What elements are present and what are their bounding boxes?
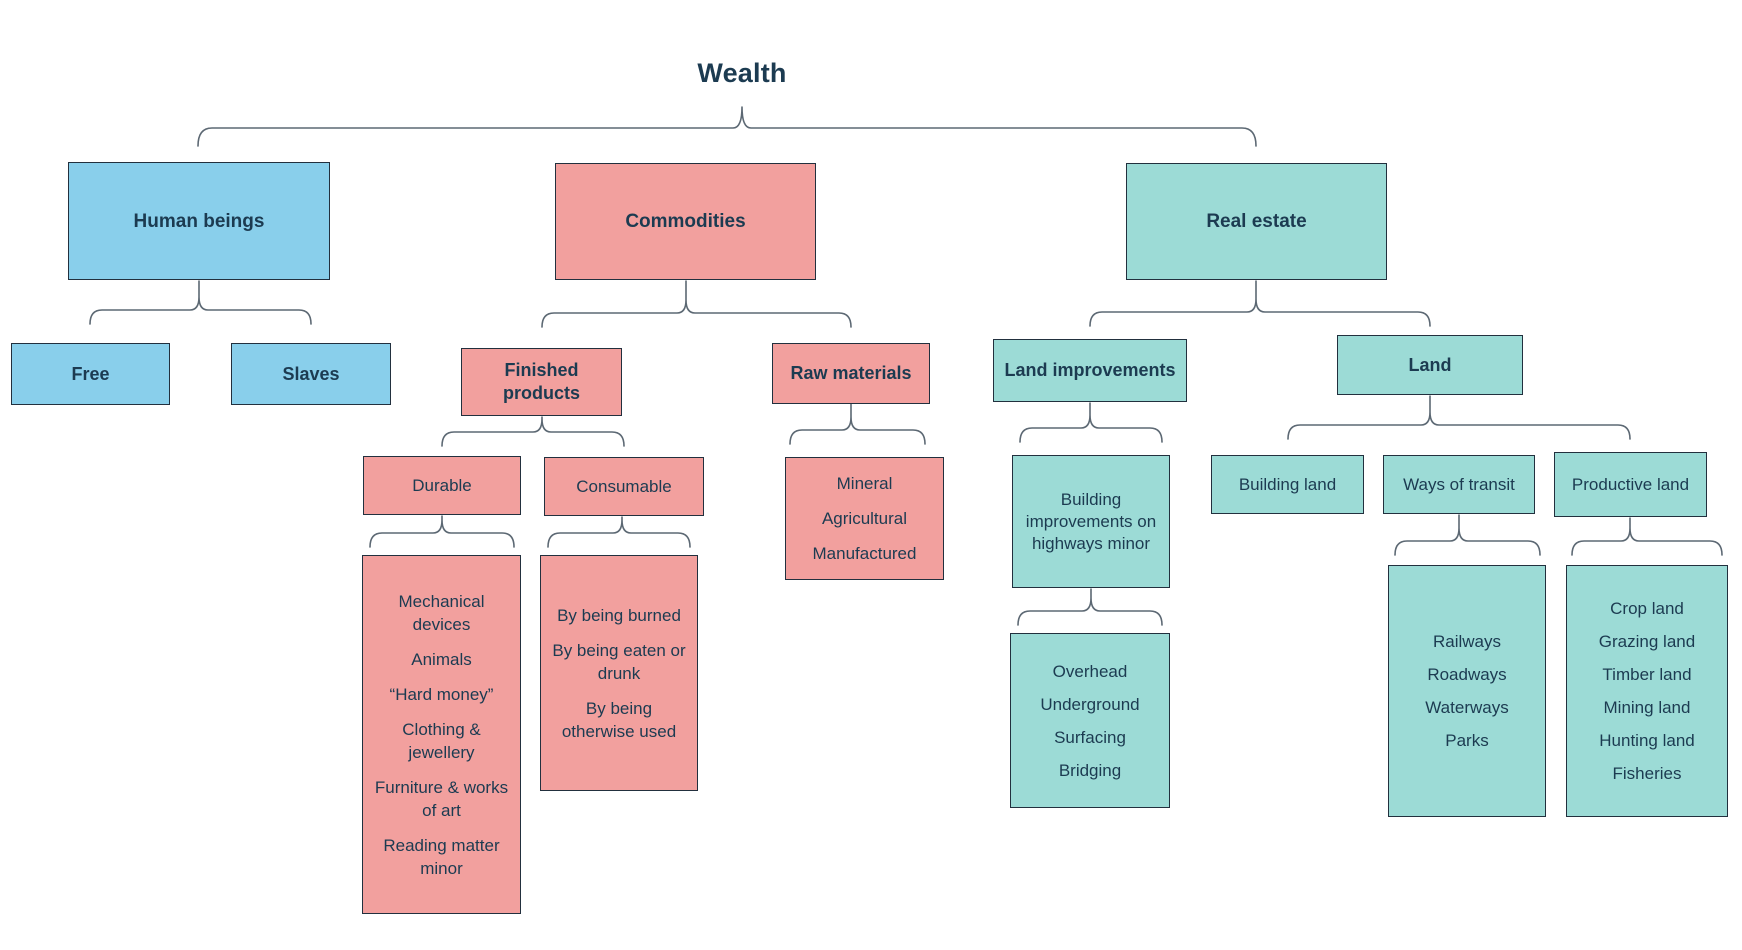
list-durable-types: Mechanical devices Animals “Hard money” … bbox=[362, 555, 521, 914]
list-item: Parks bbox=[1445, 731, 1489, 750]
node-free: Free bbox=[11, 343, 170, 405]
list-item: Underground bbox=[1040, 694, 1140, 714]
connector-land-children bbox=[1287, 395, 1631, 440]
list-item: Grazing land bbox=[1598, 632, 1696, 651]
list-item: Crop land bbox=[1610, 599, 1684, 618]
list-item: Roadways bbox=[1427, 665, 1507, 684]
list-raw-material-types: Mineral Agricultural Manufactured bbox=[785, 457, 944, 580]
list-item: Overhead bbox=[1052, 661, 1128, 681]
node-productive-land: Productive land bbox=[1554, 452, 1707, 517]
list-item: Mechanical devices bbox=[398, 591, 485, 634]
node-ways-of-transit: Ways of transit bbox=[1383, 455, 1535, 514]
list-item: Animals bbox=[411, 649, 472, 669]
list-transit-types: Railways Roadways Waterways Parks bbox=[1388, 565, 1546, 817]
node-human-beings: Human beings bbox=[68, 162, 330, 280]
list-item: Mineral bbox=[836, 474, 893, 493]
node-real-estate: Real estate bbox=[1126, 163, 1387, 280]
connector-durable-children bbox=[369, 515, 515, 548]
list-item: Railways bbox=[1432, 632, 1502, 651]
list-item: Hunting land bbox=[1599, 731, 1695, 750]
connector-productive-land-children bbox=[1571, 517, 1723, 556]
node-building-improvements: Building improvements on highways minor bbox=[1012, 455, 1170, 588]
connector-finished-products-children bbox=[441, 416, 625, 447]
connector-real-estate-children bbox=[1089, 280, 1431, 327]
node-finished-products: Finished products bbox=[461, 348, 622, 416]
list-consumable-types: By being burned By being eaten or drunk … bbox=[540, 555, 698, 791]
list-productive-land-types: Crop land Grazing land Timber land Minin… bbox=[1566, 565, 1728, 817]
list-item: “Hard money” bbox=[389, 684, 494, 704]
connector-ways-of-transit-children bbox=[1394, 514, 1541, 556]
list-item: By being eaten or drunk bbox=[552, 640, 686, 683]
list-item: Timber land bbox=[1602, 665, 1692, 684]
list-item: Clothing & jewellery bbox=[402, 719, 481, 762]
node-land-improvements: Land improvements bbox=[993, 339, 1187, 402]
connector-human-beings-children bbox=[89, 280, 312, 325]
node-raw-materials: Raw materials bbox=[772, 343, 930, 404]
connector-wealth-children bbox=[197, 106, 1257, 147]
diagram-title: Wealth bbox=[697, 58, 787, 88]
list-building-improvement-types: Overhead Underground Surfacing Bridging bbox=[1010, 633, 1170, 808]
connector-land-improvements-children bbox=[1019, 402, 1163, 443]
list-item: Agricultural bbox=[821, 509, 908, 528]
connector-commodities-children bbox=[541, 280, 852, 328]
node-land: Land bbox=[1337, 335, 1523, 395]
list-item: Surfacing bbox=[1054, 727, 1126, 747]
node-building-land: Building land bbox=[1211, 455, 1364, 514]
list-item: Furniture & works of art bbox=[374, 777, 509, 820]
list-item: Waterways bbox=[1425, 698, 1509, 717]
node-durable: Durable bbox=[363, 456, 521, 515]
list-item: Manufactured bbox=[812, 544, 917, 563]
list-item: Bridging bbox=[1058, 760, 1122, 780]
list-item: Reading matter minor bbox=[383, 835, 500, 878]
list-item: Fisheries bbox=[1612, 764, 1682, 783]
list-item: By being burned bbox=[557, 605, 681, 625]
connector-building-improvements-children bbox=[1017, 588, 1163, 626]
list-item: Mining land bbox=[1603, 698, 1691, 717]
node-slaves: Slaves bbox=[231, 343, 391, 405]
connector-raw-materials-children bbox=[789, 403, 926, 445]
node-commodities: Commodities bbox=[555, 163, 816, 280]
node-consumable: Consumable bbox=[544, 457, 704, 516]
connector-consumable-children bbox=[547, 516, 691, 548]
list-item: By being otherwise used bbox=[561, 698, 677, 741]
